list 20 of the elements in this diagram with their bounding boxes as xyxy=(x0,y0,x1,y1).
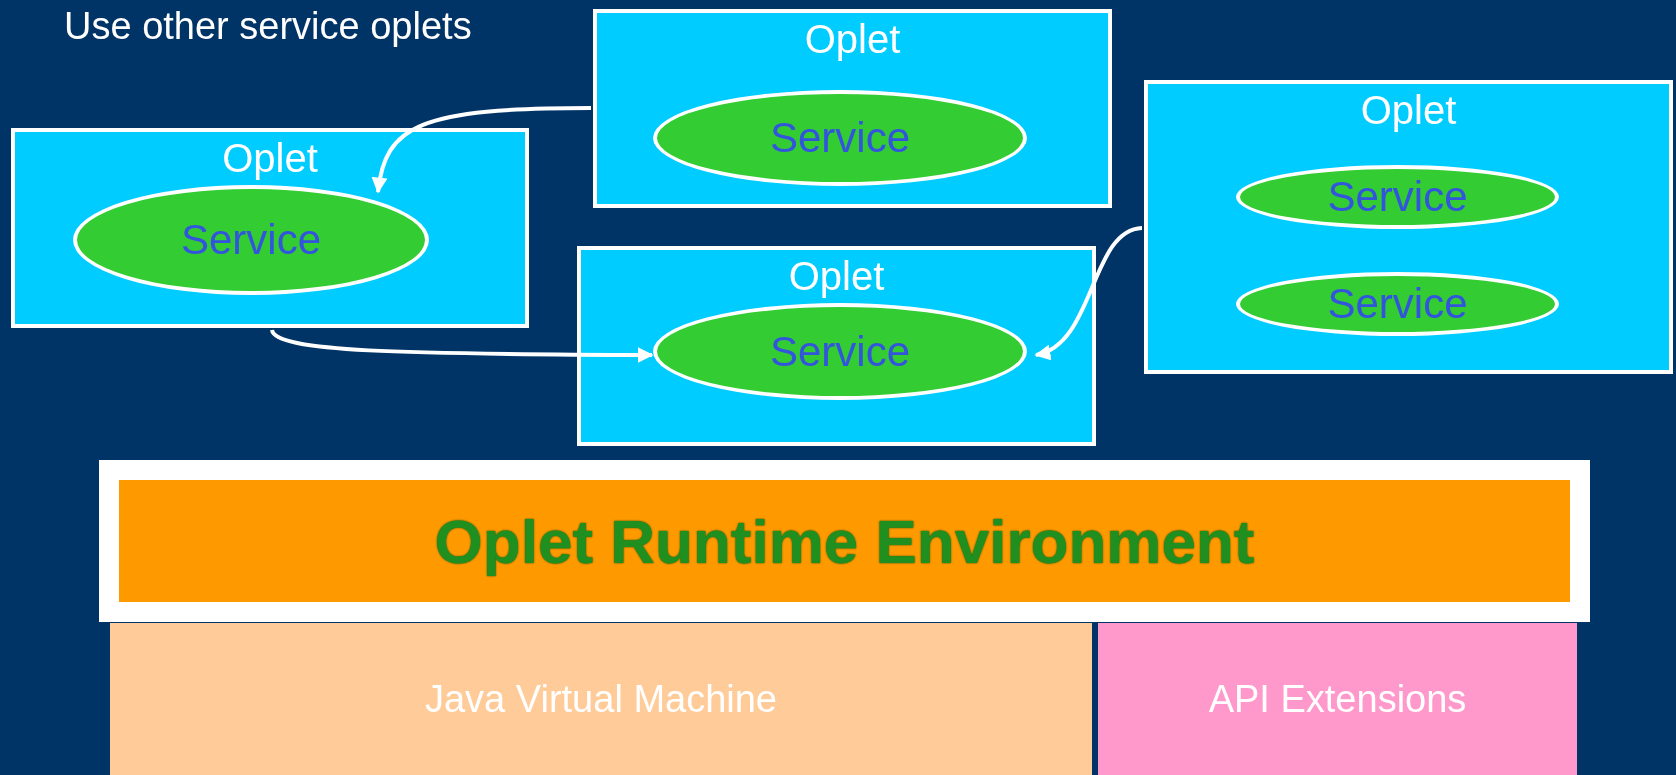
box-title: Oplet xyxy=(221,136,319,180)
service-ellipse: Service xyxy=(1236,165,1559,229)
oplet-box xyxy=(11,128,529,328)
platform-block: Java Virtual Machine xyxy=(110,623,1092,775)
box-title: Oplet xyxy=(787,254,886,298)
platform-block: API Extensions xyxy=(1098,623,1577,775)
box-title: Oplet xyxy=(803,17,902,61)
oplet-box xyxy=(1144,80,1673,374)
oplet-box xyxy=(593,9,1112,208)
service-ellipse: Service xyxy=(1236,272,1559,336)
arrow xyxy=(270,328,654,363)
service-ellipse: Service xyxy=(653,90,1027,186)
runtime-environment-bar: Oplet Runtime Environment xyxy=(99,460,1590,622)
box-title: Oplet xyxy=(1359,88,1458,132)
arrow xyxy=(1034,226,1143,358)
service-ellipse: Service xyxy=(73,185,429,295)
caption-text: Use other service oplets xyxy=(64,4,472,48)
oplet-box xyxy=(577,246,1096,446)
service-ellipse: Service xyxy=(653,303,1027,400)
arrow xyxy=(372,106,592,194)
